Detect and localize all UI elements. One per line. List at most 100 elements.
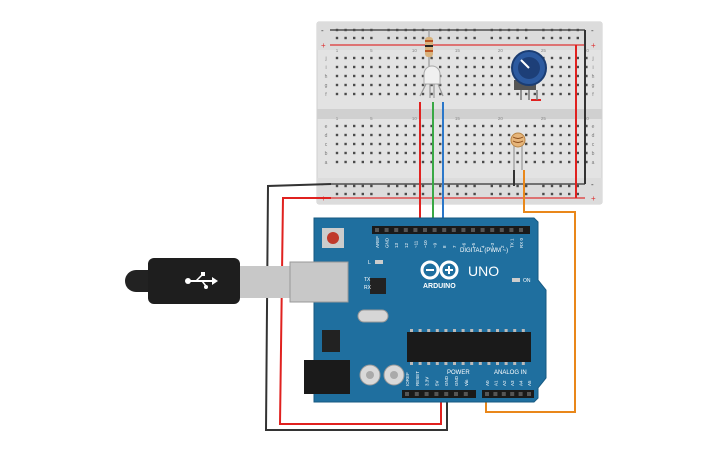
- breadboard-column-label: 10: [412, 48, 418, 53]
- breadboard-row-label: g: [592, 83, 595, 89]
- rgb-led: [419, 65, 444, 98]
- breadboard-row-label: c: [592, 142, 595, 148]
- breadboard-column-label: 1: [336, 116, 339, 121]
- photoresistor: [510, 132, 526, 170]
- rail-minus-top-right: -: [591, 26, 594, 35]
- pin-label: 4: [481, 245, 486, 248]
- rail-plus-bottom-right: +: [591, 194, 596, 203]
- breadboard-row-label: h: [592, 74, 595, 80]
- on-label: ON: [523, 278, 531, 284]
- breadboard-row-label: e: [592, 124, 595, 130]
- breadboard-column-label: 20: [498, 116, 504, 121]
- analog-label: ANALOG IN: [494, 370, 527, 376]
- digital-label: DIGITAL (PWM ~): [460, 248, 508, 254]
- breadboard-row-label: c: [325, 142, 328, 148]
- pin-label: TX 1: [509, 238, 514, 248]
- rail-minus-bottom-right: -: [591, 180, 594, 189]
- breadboard-row-label: i: [592, 65, 593, 71]
- power-label: POWER: [447, 370, 470, 376]
- potentiometer: [511, 50, 547, 100]
- pin-label: 13: [394, 242, 399, 248]
- breadboard-column-label: 20: [498, 48, 504, 53]
- pin-label: RX 0: [519, 237, 524, 248]
- resistor: [425, 30, 433, 70]
- pin-label: ~10: [423, 240, 428, 248]
- pin-label: GND: [454, 375, 459, 386]
- pin-label: 12: [404, 242, 409, 248]
- pin-label: 2: [500, 245, 505, 248]
- wires: [264, 30, 586, 431]
- breadboard-row-label: b: [592, 151, 595, 157]
- on-led: [512, 278, 520, 282]
- pin-label: A0: [485, 380, 490, 386]
- rail-plus-top-left: +: [321, 41, 326, 50]
- pin-label: 3.3V: [425, 377, 430, 386]
- pin-label: A2: [502, 380, 507, 386]
- pin-label: ~11: [413, 240, 418, 248]
- usb-cable: [125, 258, 290, 304]
- pin-label: GND: [385, 237, 390, 248]
- rail-plus-top-right: +: [591, 41, 596, 50]
- arduino-logo-text: ARDUINO: [423, 283, 456, 290]
- pin-label: ~3: [490, 242, 495, 248]
- pin-label: Vin: [464, 379, 469, 386]
- l-led: [375, 260, 383, 264]
- digital-pin-labels: AREF GND 13 12 ~11 ~10 ~9 8 7 ~6 ~5 4 ~3 2 TX 1 RX 0: [375, 236, 524, 248]
- pin-label: ~6: [461, 242, 466, 248]
- reset-button[interactable]: [327, 232, 339, 244]
- pin-label: ~5: [471, 242, 476, 248]
- pin-label: A4: [519, 380, 524, 386]
- chip-pins: [410, 329, 525, 365]
- power-pin-labels: IOREF RESET 3.3V 5V GND GND Vin: [405, 371, 469, 386]
- breadboard-column-label: 15: [455, 116, 461, 121]
- pin-label: AREF: [375, 236, 380, 248]
- breadboard-column-label: 10: [412, 116, 418, 121]
- breadboard-row-label: d: [592, 133, 595, 139]
- breadboard-row-label: j: [591, 56, 593, 62]
- arduino-logo-icon: [420, 260, 459, 280]
- breadboard-column-label: 5: [370, 48, 373, 53]
- breadboard-column-label: 25: [541, 48, 547, 53]
- usb-icon: [185, 272, 218, 289]
- breadboard-column-label: 25: [541, 116, 547, 121]
- header-pins: [375, 228, 531, 396]
- pin-label: IOREF: [405, 372, 410, 386]
- breadboard-column-label: 30: [584, 48, 590, 53]
- pin-label: A5: [527, 380, 532, 386]
- breadboard-column-label: 30: [584, 116, 590, 121]
- rx-label: RX: [364, 285, 372, 291]
- pin-label: 8: [442, 245, 447, 248]
- breadboard-row-label: a: [325, 160, 328, 166]
- pin-label: RESET: [415, 371, 420, 386]
- pin-label: 7: [452, 245, 457, 248]
- tx-label: TX: [364, 277, 371, 283]
- breadboard-row-label: g: [325, 83, 328, 89]
- wire-orange-a0: [485, 170, 576, 413]
- pin-label: 5V: [434, 380, 439, 386]
- wire-red-5v: [278, 197, 442, 425]
- pin-label: ~9: [433, 242, 438, 248]
- breadboard-column-label: 15: [455, 48, 461, 53]
- breadboard-row-label: j: [324, 56, 326, 62]
- breadboard-row-label: f: [592, 92, 594, 98]
- breadboard-row-label: e: [325, 124, 328, 130]
- breadboard-column-label: 1: [336, 48, 339, 53]
- pin-label: GND: [444, 375, 449, 386]
- breadboard-row-label: d: [325, 133, 328, 139]
- breadboard-row-label: b: [325, 151, 328, 157]
- breadboard-holes: [335, 28, 588, 196]
- breadboard-column-label: 5: [370, 116, 373, 121]
- wire-black-gnd: [264, 183, 448, 431]
- pin-label: A1: [493, 380, 498, 386]
- breadboard-row-label: h: [325, 74, 328, 80]
- pin-label: A3: [510, 380, 515, 386]
- breadboard-row-label: f: [325, 92, 327, 98]
- rail-minus-top-left: -: [321, 26, 324, 35]
- arduino-model: UNO: [468, 263, 499, 279]
- arduino-uno-board: ARDUINO UNO DIGITAL (PWM ~) POWER ANALOG…: [289, 217, 547, 403]
